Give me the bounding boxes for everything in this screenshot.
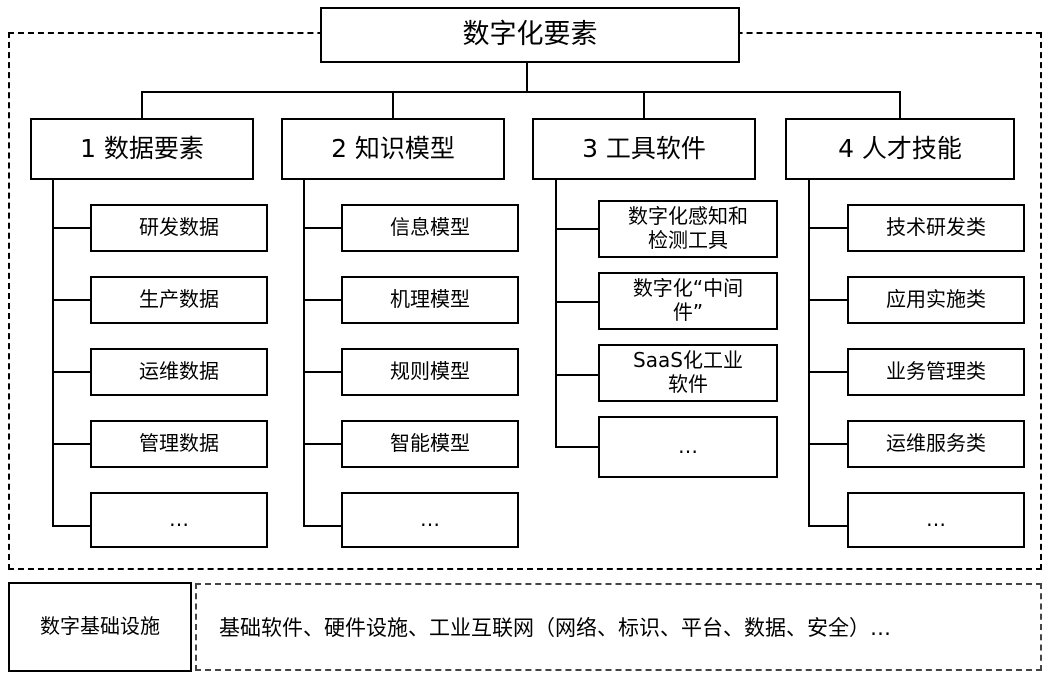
category-1-label: 1 数据要素 — [80, 134, 204, 164]
category-2-stub-4 — [303, 443, 341, 445]
item-node-1-1[interactable]: 研发数据 — [90, 204, 268, 252]
category-4-stub-1 — [808, 227, 847, 229]
category-2-stub-3 — [303, 371, 341, 373]
item-4-1-label: 技术研发类 — [886, 215, 986, 240]
item-1-3-label: 运维数据 — [139, 359, 219, 384]
item-4-4-label: 运维服务类 — [886, 431, 986, 456]
item-node-2-3[interactable]: 规则模型 — [341, 348, 519, 396]
connector-drop-category-4 — [899, 91, 901, 119]
item-3-2-label: 数字化“中间 件” — [632, 276, 744, 324]
category-node-4[interactable]: 4 人才技能 — [785, 118, 1015, 180]
category-3-stub-3 — [555, 374, 598, 376]
item-1-5-label: … — [169, 507, 189, 532]
item-node-1-2[interactable]: 生产数据 — [90, 276, 268, 324]
category-3-label: 3 工具软件 — [582, 134, 706, 164]
category-node-3[interactable]: 3 工具软件 — [532, 118, 756, 180]
category-2-stub-2 — [303, 299, 341, 301]
category-node-1[interactable]: 1 数据要素 — [30, 118, 254, 180]
infrastructure-content: 基础软件、硬件设施、工业互联网（网络、标识、平台、数据、安全）… — [219, 616, 891, 640]
item-node-4-3[interactable]: 业务管理类 — [847, 348, 1025, 396]
item-3-4-label: … — [678, 434, 698, 459]
item-1-2-label: 生产数据 — [139, 287, 219, 312]
item-node-3-3[interactable]: SaaS化工业 软件 — [598, 344, 778, 402]
category-2-label: 2 知识模型 — [331, 134, 455, 164]
item-2-2-label: 机理模型 — [390, 287, 470, 312]
category-3-stub-2 — [555, 301, 598, 303]
item-4-5-label: … — [926, 507, 946, 532]
item-3-1-label: 数字化感知和 检测工具 — [628, 204, 748, 252]
root-node-label: 数字化要素 — [462, 19, 598, 51]
category-3-stub-4 — [555, 446, 598, 448]
item-node-4-1[interactable]: 技术研发类 — [847, 204, 1025, 252]
item-4-2-label: 应用实施类 — [886, 287, 986, 312]
category-4-trunk — [808, 180, 810, 527]
category-3-stub-1 — [555, 228, 598, 230]
item-2-1-label: 信息模型 — [390, 215, 470, 240]
category-4-label: 4 人才技能 — [838, 134, 962, 164]
item-3-3-label: SaaS化工业 软件 — [633, 348, 743, 396]
category-1-trunk — [52, 180, 54, 527]
item-node-3-2[interactable]: 数字化“中间 件” — [598, 272, 778, 330]
item-2-4-label: 智能模型 — [390, 431, 470, 456]
item-1-1-label: 研发数据 — [139, 215, 219, 240]
connector-root-drop — [526, 63, 528, 92]
item-1-4-label: 管理数据 — [139, 431, 219, 456]
infrastructure-content-frame: 基础软件、硬件设施、工业互联网（网络、标识、平台、数据、安全）… — [195, 583, 1042, 671]
item-4-3-label: 业务管理类 — [886, 359, 986, 384]
item-node-3-4[interactable]: … — [598, 416, 778, 478]
item-node-1-5[interactable]: … — [90, 492, 268, 548]
infrastructure-label-box[interactable]: 数字基础设施 — [8, 582, 192, 672]
connector-drop-category-3 — [643, 91, 645, 119]
infrastructure-label: 数字基础设施 — [40, 614, 160, 639]
category-1-stub-4 — [52, 443, 90, 445]
root-node-digital-elements[interactable]: 数字化要素 — [320, 7, 740, 63]
category-1-stub-1 — [52, 227, 90, 229]
category-1-stub-3 — [52, 371, 90, 373]
category-4-stub-3 — [808, 371, 847, 373]
item-node-2-1[interactable]: 信息模型 — [341, 204, 519, 252]
item-node-4-2[interactable]: 应用实施类 — [847, 276, 1025, 324]
connector-drop-category-1 — [141, 91, 143, 119]
connector-drop-category-2 — [392, 91, 394, 119]
connector-category-bus — [141, 91, 900, 93]
category-2-stub-5 — [303, 525, 341, 527]
category-3-trunk — [555, 180, 557, 448]
category-4-stub-5 — [808, 525, 847, 527]
item-node-4-5[interactable]: … — [847, 492, 1025, 548]
category-4-stub-4 — [808, 443, 847, 445]
category-2-stub-1 — [303, 227, 341, 229]
category-node-2[interactable]: 2 知识模型 — [281, 118, 505, 180]
category-2-trunk — [303, 180, 305, 527]
category-1-stub-2 — [52, 299, 90, 301]
category-4-stub-2 — [808, 299, 847, 301]
category-1-stub-5 — [52, 525, 90, 527]
item-node-2-4[interactable]: 智能模型 — [341, 420, 519, 468]
item-node-1-3[interactable]: 运维数据 — [90, 348, 268, 396]
item-2-5-label: … — [420, 507, 440, 532]
item-node-2-5[interactable]: … — [341, 492, 519, 548]
item-node-3-1[interactable]: 数字化感知和 检测工具 — [598, 200, 778, 258]
item-node-2-2[interactable]: 机理模型 — [341, 276, 519, 324]
item-node-1-4[interactable]: 管理数据 — [90, 420, 268, 468]
item-2-3-label: 规则模型 — [390, 359, 470, 384]
item-node-4-4[interactable]: 运维服务类 — [847, 420, 1025, 468]
